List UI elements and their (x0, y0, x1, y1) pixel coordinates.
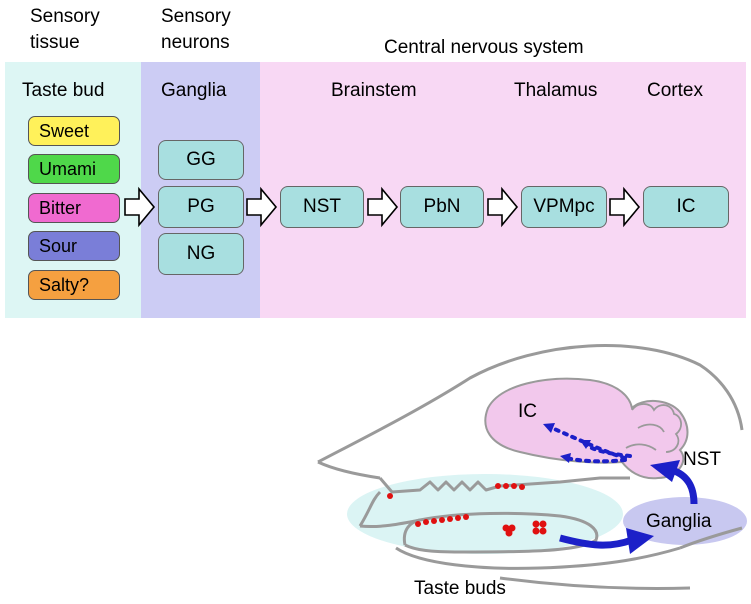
taste-chip-sweet: Sweet (28, 116, 120, 146)
nerve-arrowhead-to-ganglia (626, 528, 654, 554)
flow-arrow-nst-to-pbn (367, 186, 399, 228)
flow-arrow-vpmpc-to-ic (609, 186, 641, 228)
taste-buds-label: Taste buds (414, 578, 506, 599)
head-outline (317, 344, 744, 590)
pathway-box-ic: IC (643, 186, 729, 228)
ganglia-region (623, 497, 747, 545)
brain-shape (484, 377, 689, 480)
nerve-arrowhead-to-nst (650, 460, 680, 482)
taste-chip-bitter: Bitter (28, 193, 120, 223)
taste-chip-salty: Salty? (28, 270, 120, 300)
flow-arrow-ganglia-to-nst (246, 186, 278, 228)
ganglia-title: Ganglia (161, 80, 227, 101)
pathway-box-pbn: PbN (400, 186, 484, 228)
nst-label: NST (683, 449, 721, 470)
taste-bud-title: Taste bud (22, 80, 105, 101)
cerebellum-folds (625, 403, 682, 453)
projection-arrowheads (543, 423, 591, 463)
sensory-tissue-header-line1: Sensory (30, 6, 100, 27)
ganglion-box-ng: NG (158, 233, 244, 275)
cns-header: Central nervous system (384, 37, 584, 58)
thalamus-title: Thalamus (514, 80, 598, 101)
taste-bud-dots (387, 483, 547, 537)
nerve-arrow-to-ganglia (559, 534, 634, 549)
sensory-neurons-header: Sensory neurons (161, 6, 231, 54)
flow-arrow-tastebud-to-ganglia (124, 186, 156, 228)
flow-arrow-pbn-to-vpmpc (487, 186, 519, 228)
brainstem-title: Brainstem (331, 80, 417, 101)
nerve-arrow-to-nst (670, 466, 698, 505)
taste-chip-umami: Umami (28, 154, 120, 184)
sensory-tissue-header: Sensory tissue (30, 6, 100, 54)
pathway-box-nst: NST (280, 186, 364, 228)
ganglion-box-pg: PG (158, 186, 244, 228)
sensory-tissue-header-line2: tissue (30, 32, 80, 53)
taste-chip-sour: Sour (28, 231, 120, 261)
sensory-neurons-header-line1: Sensory (161, 6, 231, 27)
ganglion-box-gg: GG (158, 140, 244, 180)
pathway-box-vpmpc: VPMpc (521, 186, 607, 228)
cortex-title: Cortex (647, 80, 703, 101)
sensory-neurons-header-line2: neurons (161, 32, 230, 53)
ic-label: IC (518, 401, 537, 422)
ganglia-label: Ganglia (646, 511, 712, 532)
